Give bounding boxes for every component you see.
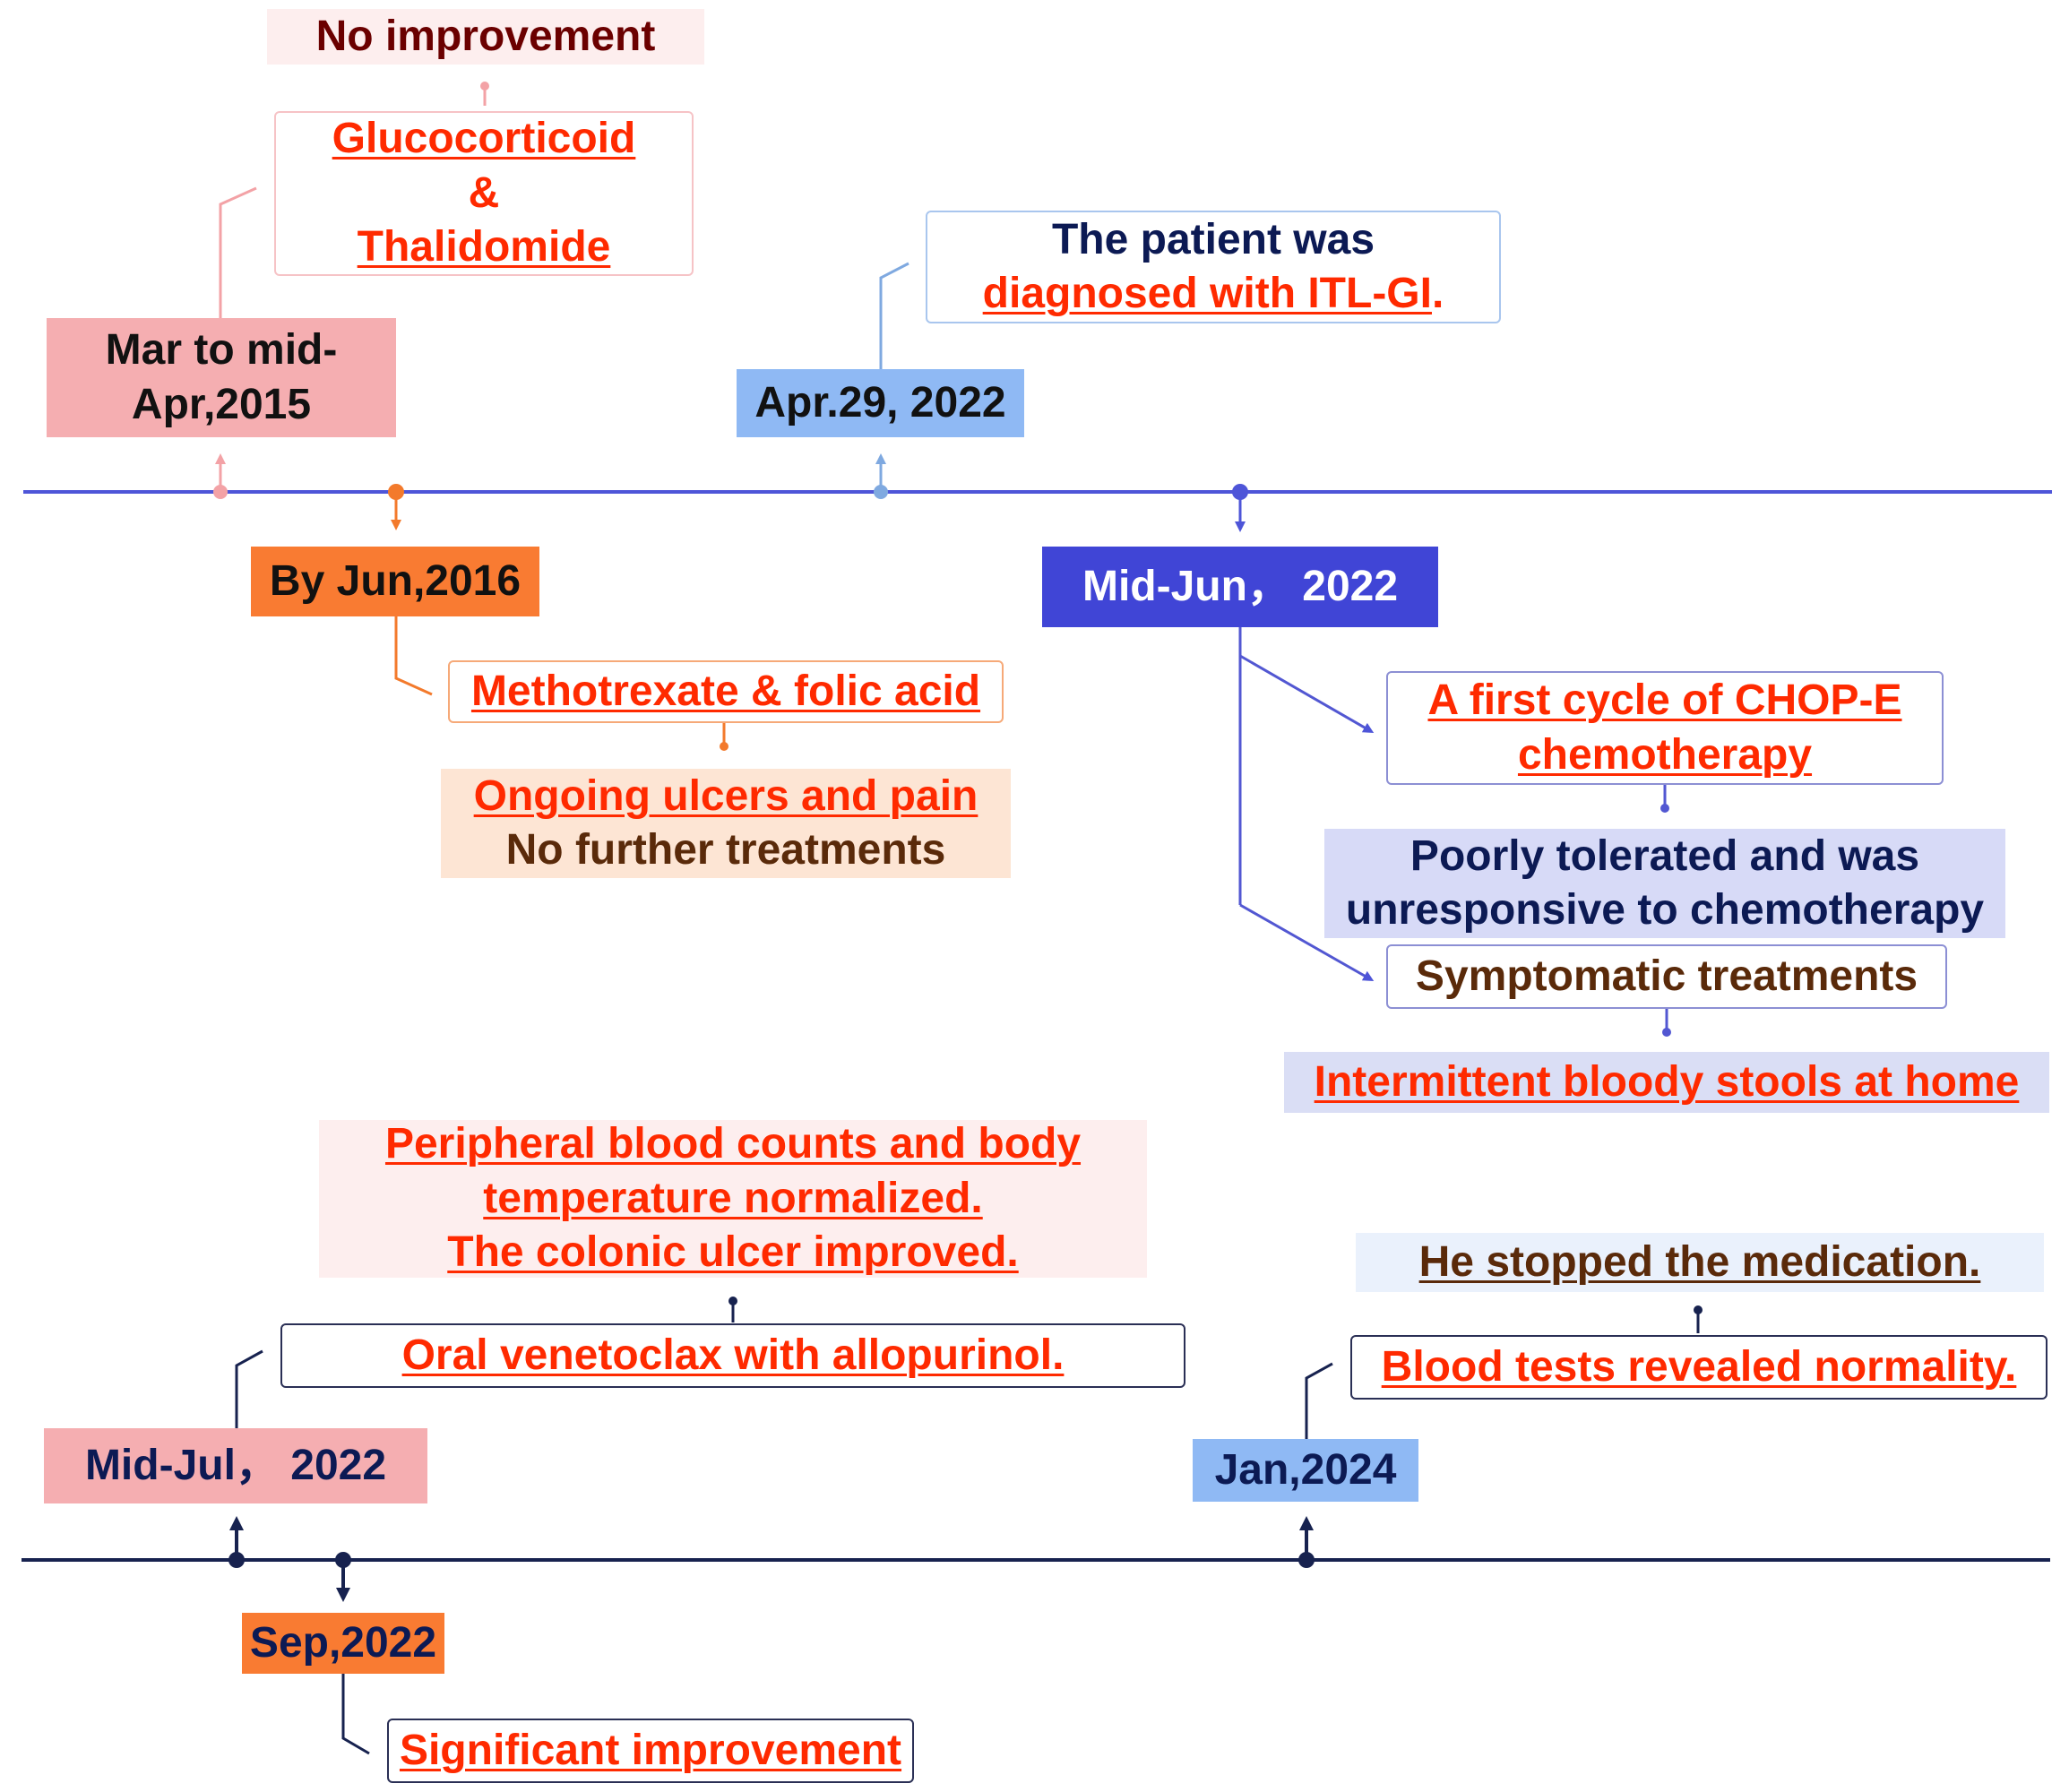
outcome-text: Intermittent bloody stools at home <box>1314 1057 2020 1106</box>
note-line-1: The patient was <box>1051 215 1375 263</box>
treatment-line-2: chemotherapy <box>1517 730 1813 779</box>
finding-blood-tests: Blood tests revealed normality. <box>1350 1335 2047 1400</box>
followup-text: Symptomatic treatments <box>1415 952 1918 1000</box>
treatment-chop-e: A first cycle of CHOP-E chemotherapy <box>1386 671 1944 785</box>
date-text: Jan,2024 <box>1214 1445 1397 1494</box>
date-badge-2015: Mar to mid- Apr,2015 <box>47 318 396 437</box>
outcome-significant-improvement: Significant improvement <box>387 1719 914 1783</box>
treatment-methotrexate: Methotrexate & folic acid <box>448 660 1004 723</box>
note-diagnosis: The patient was diagnosed with ITL-GI. <box>926 211 1501 323</box>
outcome-line-2: temperature normalized. <box>483 1174 983 1222</box>
response-line-2: unresponsive to chemotherapy <box>1345 886 1985 934</box>
treatment-line-2: & <box>468 168 500 217</box>
date-badge-mid-jul-2022: Mid-Jul， 2022 <box>44 1428 427 1503</box>
outcome-text: No improvement <box>315 12 656 60</box>
treatment-line-3: Thalidomide <box>357 223 611 271</box>
date-line-1: Mar to mid- <box>105 326 338 375</box>
outcome-no-improvement: No improvement <box>267 9 704 65</box>
date-badge-sep-2022: Sep,2022 <box>242 1613 444 1674</box>
action-stopped-medication: He stopped the medication. <box>1356 1233 2044 1292</box>
outcome-line-2: No further treatments <box>505 826 946 874</box>
outcome-line-3: The colonic ulcer improved. <box>447 1228 1019 1277</box>
outcome-line-1: Peripheral blood counts and body <box>384 1120 1082 1168</box>
date-badge-mid-jun-2022: Mid-Jun， 2022 <box>1042 547 1438 627</box>
date-badge-jun-2016: By Jun,2016 <box>251 547 539 616</box>
treatment-line-1: A first cycle of CHOP-E <box>1427 676 1902 725</box>
followup-symptomatic: Symptomatic treatments <box>1386 944 1947 1009</box>
note-line-2-text: diagnosed with ITL-GI <box>982 270 1432 317</box>
date-text: Apr.29, 2022 <box>754 378 1006 426</box>
date-badge-jan-2024: Jan,2024 <box>1193 1439 1418 1502</box>
outcome-bloody-stools: Intermittent bloody stools at home <box>1284 1052 2049 1113</box>
outcome-blood-counts: Peripheral blood counts and body tempera… <box>319 1120 1147 1278</box>
note-line-2-period: . <box>1431 270 1444 317</box>
finding-text: Blood tests revealed normality. <box>1381 1342 2017 1391</box>
response-poorly-tolerated: Poorly tolerated and was unresponsive to… <box>1324 829 2005 938</box>
treatment-glucocorticoid-thalidomide: Glucocorticoid & Thalidomide <box>274 111 694 276</box>
date-line-2: Apr,2015 <box>131 380 312 428</box>
date-text: Sep,2022 <box>249 1618 437 1667</box>
response-line-1: Poorly tolerated and was <box>1410 831 1920 880</box>
date-text: Mid-Jul， 2022 <box>84 1441 387 1489</box>
outcome-line-1: Ongoing ulcers and pain <box>473 771 978 820</box>
date-badge-apr-2022: Apr.29, 2022 <box>737 369 1024 437</box>
treatment-line-1: Glucocorticoid <box>332 115 636 163</box>
action-text: He stopped the medication. <box>1418 1237 1981 1286</box>
treatment-text: Oral venetoclax with allopurinol. <box>401 1331 1065 1379</box>
treatment-text: Methotrexate & folic acid <box>470 667 981 715</box>
outcome-text: Significant improvement <box>399 1726 902 1774</box>
date-text: Mid-Jun， 2022 <box>1082 562 1399 610</box>
note-line-2: diagnosed with ITL-GI. <box>983 267 1444 321</box>
treatment-venetoclax: Oral venetoclax with allopurinol. <box>280 1323 1185 1388</box>
date-text: By Jun,2016 <box>269 556 522 605</box>
outcome-ongoing-ulcers: Ongoing ulcers and pain No further treat… <box>441 769 1011 878</box>
